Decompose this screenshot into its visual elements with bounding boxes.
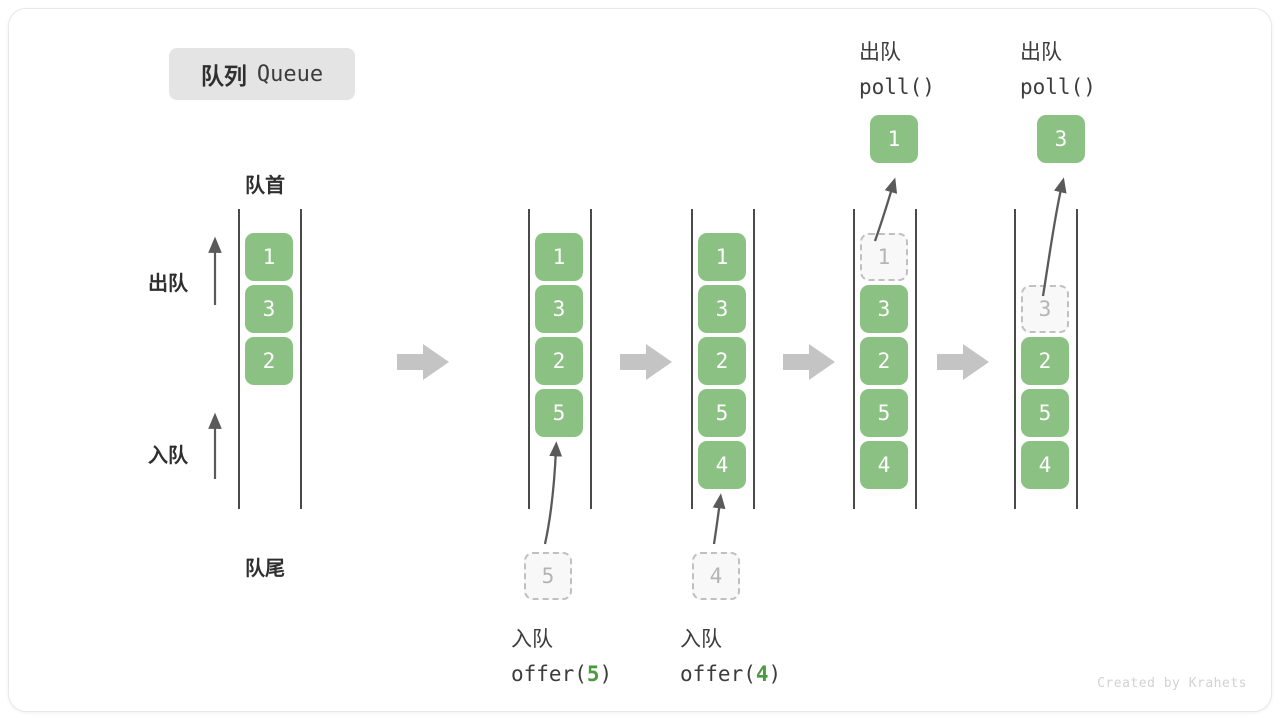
queue-cell: 3 <box>860 285 908 333</box>
queue-cell: 4 <box>698 441 746 489</box>
queue-cell: 3 <box>698 285 746 333</box>
arrows-layer <box>208 177 1067 545</box>
operation-code: poll() <box>1020 75 1096 99</box>
queue-rail-left-0 <box>238 209 240 509</box>
queue-rail-left-2 <box>691 209 693 509</box>
operation-code-pre: offer( <box>680 662 756 686</box>
operation-code-arg: 5 <box>586 662 600 686</box>
queue-cell: 2 <box>698 337 746 385</box>
queue-rail-left-3 <box>853 209 855 509</box>
queue-cell: 1 <box>245 233 293 281</box>
queue-cell: 2 <box>535 337 583 385</box>
queue-cell: 4 <box>1021 441 1069 489</box>
enqueue-side-label: 入队 <box>148 445 188 467</box>
popped-cell: 1 <box>870 115 918 163</box>
operation-code-post: ) <box>599 662 613 686</box>
queue-rail-right-1 <box>590 209 592 509</box>
queue-rail-right-0 <box>300 209 302 509</box>
operation-label-offer-5: 入队 offer(5) <box>511 622 612 692</box>
queue-rail-right-2 <box>753 209 755 509</box>
queue-cell: 5 <box>698 389 746 437</box>
watermark: Created by Krahets <box>1097 676 1247 691</box>
step-arrow-4 <box>937 344 989 380</box>
operation-code-post: ) <box>768 662 782 686</box>
step-arrow-1 <box>397 344 449 380</box>
operation-name: 入队 <box>680 628 722 651</box>
queue-rail-right-4 <box>1076 209 1078 509</box>
operation-label-poll-2: 出队 poll() <box>1020 35 1096 105</box>
popped-cell: 3 <box>1037 115 1085 163</box>
operation-code: poll() <box>859 75 935 99</box>
operation-name: 出队 <box>859 41 901 64</box>
queue-cell: 1 <box>698 233 746 281</box>
queue-cell: 5 <box>535 389 583 437</box>
operation-code-pre: offer( <box>511 662 587 686</box>
step-arrow-3 <box>783 344 835 380</box>
queue-cell: 1 <box>535 233 583 281</box>
incoming-ghost-cell: 5 <box>524 552 572 600</box>
queue-cell: 3 <box>245 285 293 333</box>
operation-label-poll-1: 出队 poll() <box>859 35 935 105</box>
offer-4-arrow <box>712 493 726 545</box>
operation-code-arg: 4 <box>755 662 769 686</box>
queue-cell-removed: 3 <box>1021 285 1069 333</box>
queue-cell: 2 <box>1021 337 1069 385</box>
queue-rail-left-1 <box>528 209 530 509</box>
diagram-canvas: 队列 Queue 队首 队尾 出队 入队 1 3 2 1 3 2 5 5 入队 … <box>8 8 1272 712</box>
queue-cell-removed: 1 <box>860 233 908 281</box>
queue-tail-label: 队尾 <box>245 558 285 580</box>
queue-rail-left-4 <box>1014 209 1016 509</box>
title-badge: 队列 Queue <box>169 48 355 100</box>
queue-cell: 3 <box>535 285 583 333</box>
offer-5-arrow <box>543 441 563 545</box>
step-arrow-2 <box>620 344 672 380</box>
queue-head-label: 队首 <box>245 175 285 197</box>
title-english: Queue <box>256 61 324 87</box>
incoming-ghost-cell: 4 <box>692 552 740 600</box>
queue-rail-right-3 <box>915 209 917 509</box>
queue-cell: 2 <box>245 337 293 385</box>
queue-cell: 5 <box>1021 389 1069 437</box>
operation-name: 出队 <box>1020 41 1062 64</box>
queue-cell: 5 <box>860 389 908 437</box>
poll-2-arrow <box>1041 177 1067 297</box>
dequeue-side-label: 出队 <box>148 273 188 295</box>
queue-cell: 2 <box>860 337 908 385</box>
title-chinese: 队列 <box>200 63 247 89</box>
operation-label-offer-4: 入队 offer(4) <box>680 622 781 692</box>
operation-name: 入队 <box>511 628 553 651</box>
queue-cell: 4 <box>860 441 908 489</box>
